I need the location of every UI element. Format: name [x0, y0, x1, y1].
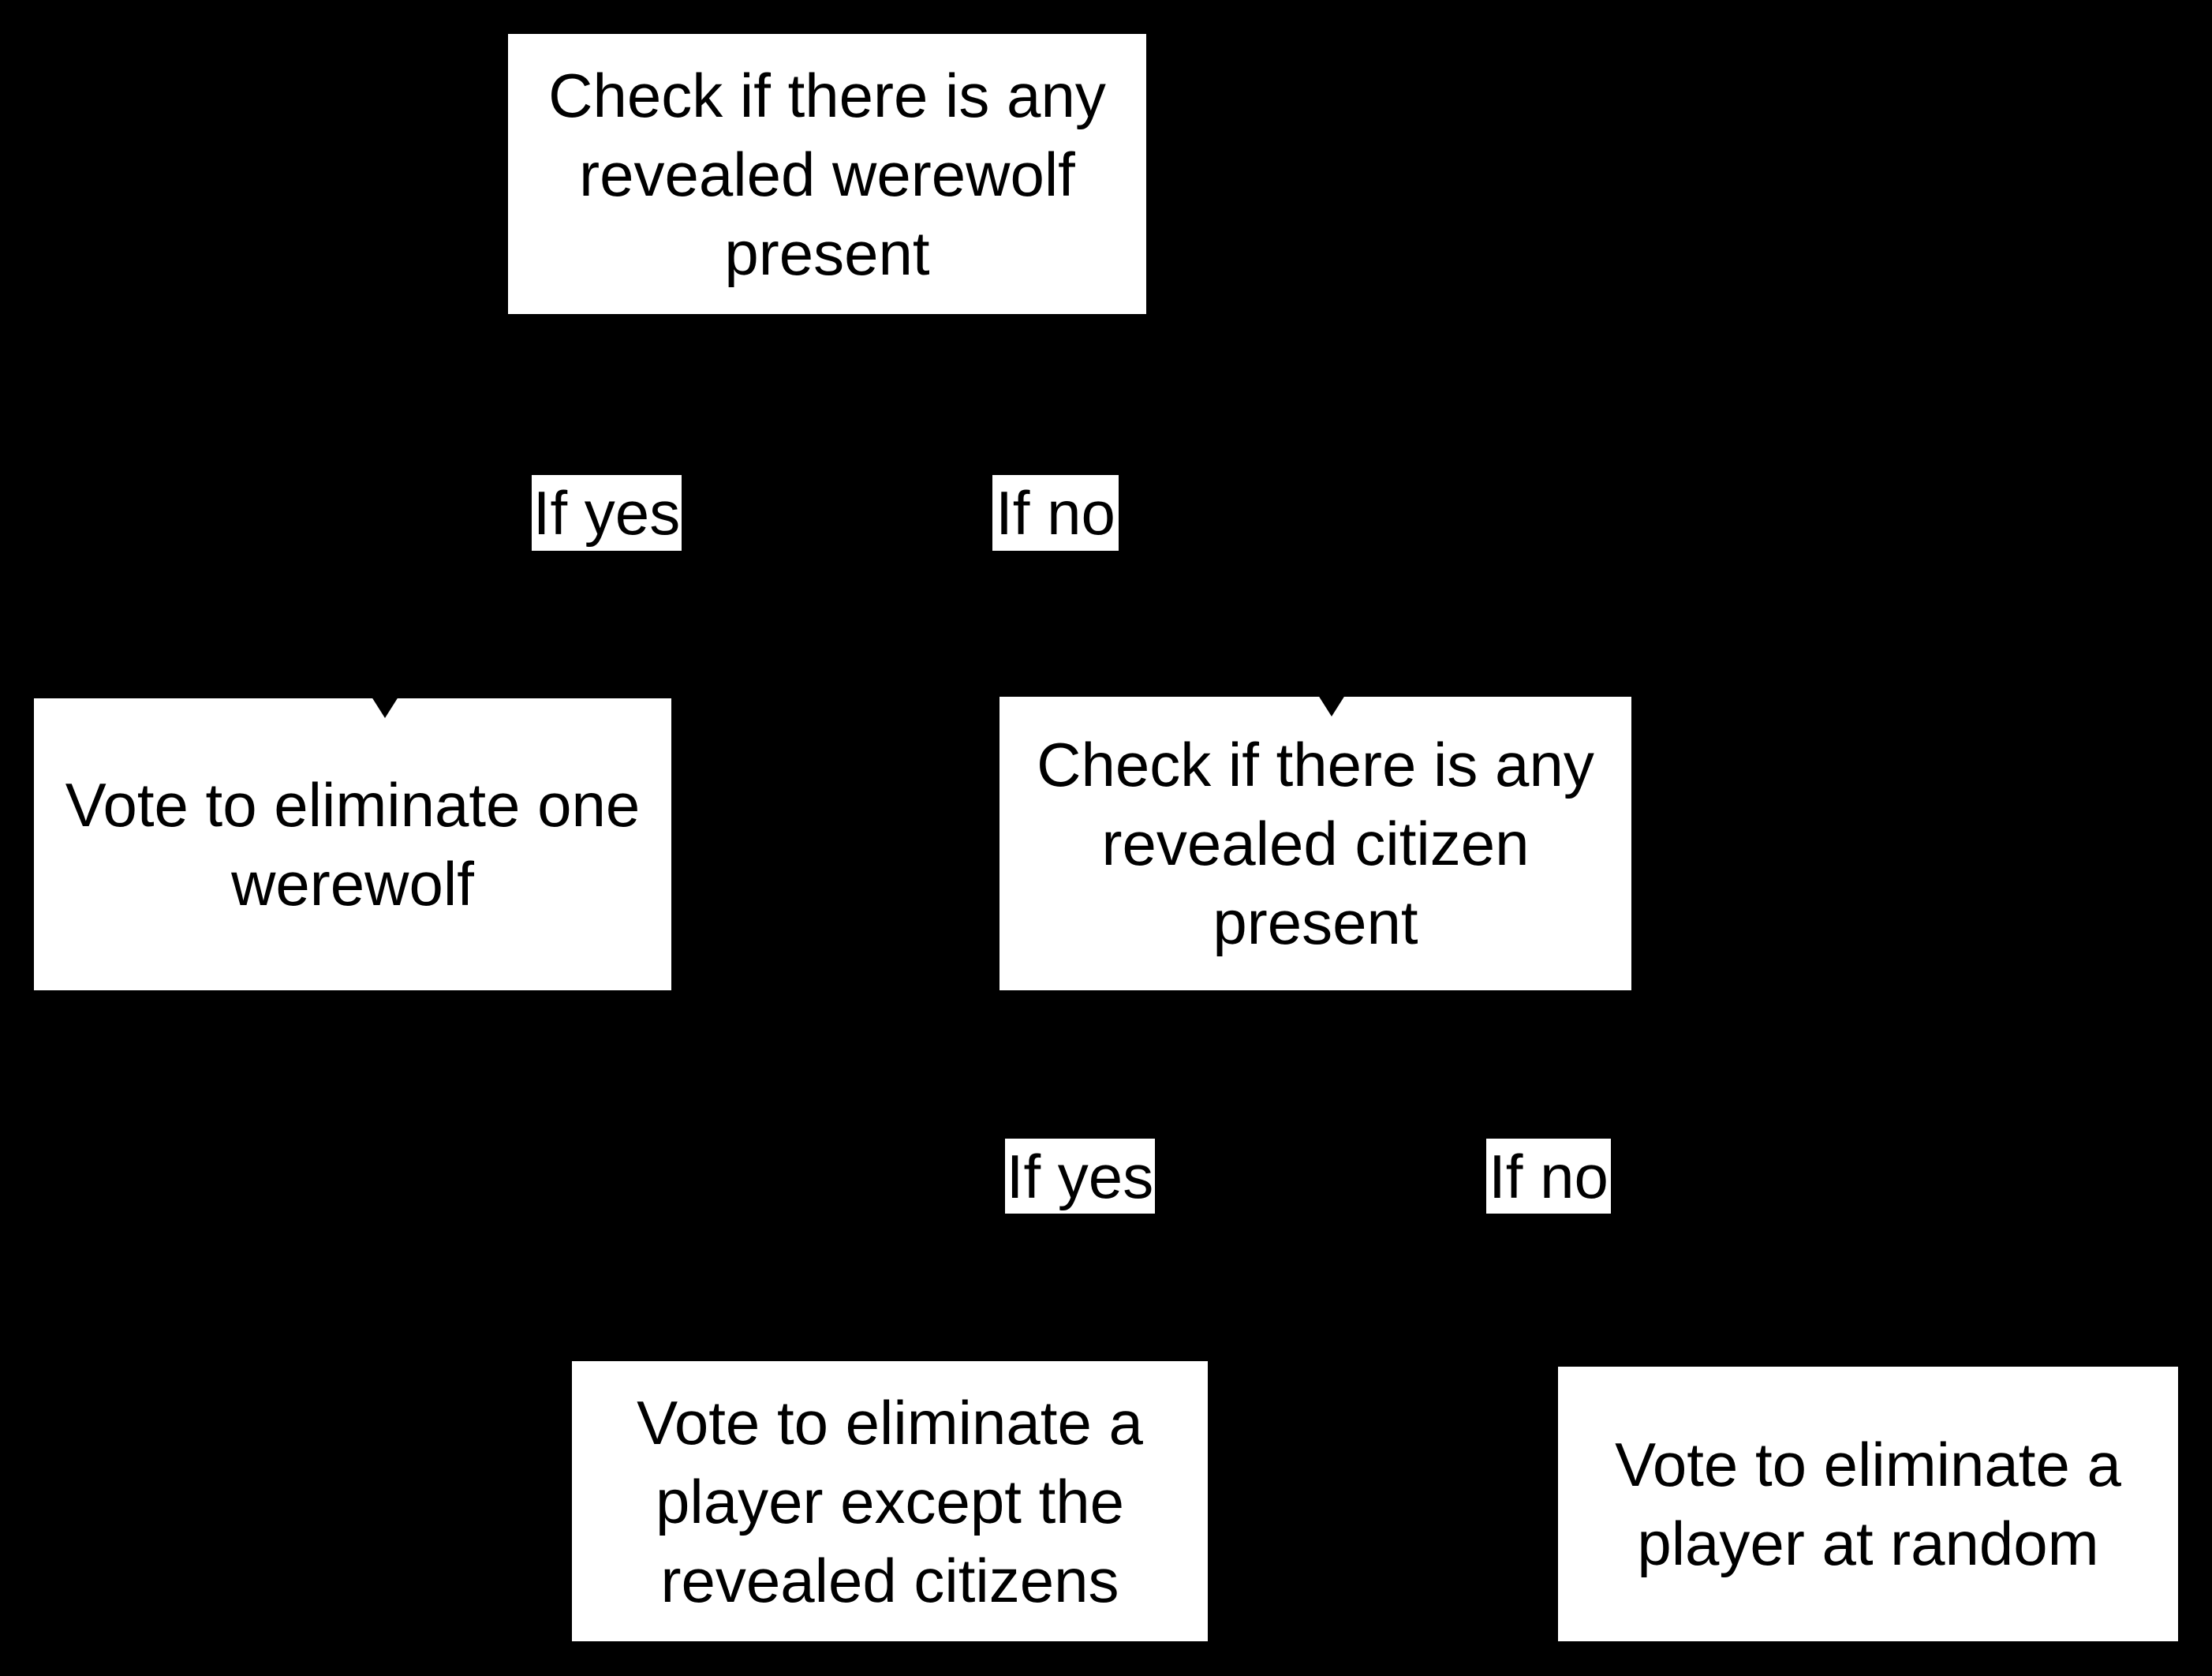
edge-label-citizen-if-yes: If yes [1005, 1139, 1155, 1214]
node-vote-eliminate-player-at-random: Vote to eliminate a player at random [1558, 1367, 2178, 1641]
node-vote-eliminate-player-except-revealed-citizens: Vote to eliminate a player except the re… [572, 1361, 1208, 1641]
arrowhead-down-icon [1317, 693, 1347, 716]
node-vote-eliminate-player-except-revealed-citizens-text: Vote to eliminate a player except the re… [637, 1387, 1143, 1615]
node-check-revealed-citizen-text: Check if there is any revealed citizen p… [1037, 730, 1594, 957]
node-check-revealed-citizen: Check if there is any revealed citizen p… [1000, 697, 1631, 990]
node-vote-eliminate-one-werewolf: Vote to eliminate one werewolf [34, 698, 671, 990]
edge-label-citizen-if-no: If no [1486, 1139, 1611, 1214]
arrowhead-down-icon [370, 694, 400, 718]
node-vote-eliminate-one-werewolf-text: Vote to eliminate one werewolf [65, 770, 641, 918]
node-vote-eliminate-player-at-random-text: Vote to eliminate a player at random [1615, 1430, 2121, 1578]
node-check-revealed-werewolf: Check if there is any revealed werewolf … [508, 34, 1146, 314]
edge-label-werewolf-if-no: If no [992, 475, 1119, 551]
node-check-revealed-werewolf-text: Check if there is any revealed werewolf … [548, 60, 1106, 288]
edge-label-werewolf-if-yes: If yes [532, 475, 682, 551]
